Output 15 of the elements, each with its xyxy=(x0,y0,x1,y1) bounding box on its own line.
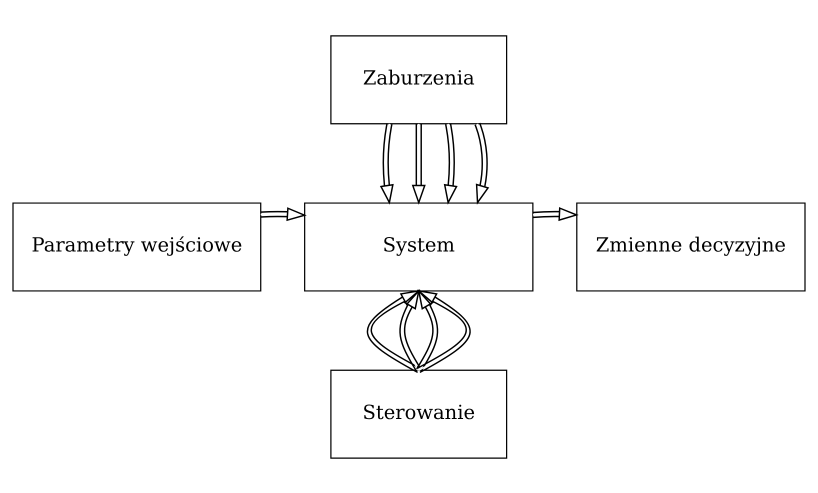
arrow xyxy=(416,288,438,372)
arrow xyxy=(444,122,458,204)
node-box: Zmienne decyzyjne xyxy=(576,202,806,292)
arrow xyxy=(474,122,490,204)
arrow xyxy=(532,206,579,221)
arrow xyxy=(412,123,426,204)
arrow xyxy=(416,289,471,373)
node-box: Parametry wejściowe xyxy=(12,202,262,292)
arrow xyxy=(260,206,307,221)
arrow xyxy=(399,288,422,372)
arrow xyxy=(366,289,421,373)
arrow xyxy=(380,122,394,204)
node-box: System xyxy=(304,202,534,292)
node-box: Sterowanie xyxy=(330,369,508,458)
node-box: Zaburzenia xyxy=(330,34,508,124)
